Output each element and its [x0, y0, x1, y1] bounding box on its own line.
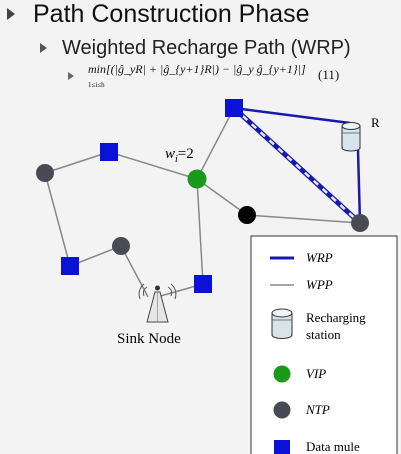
legend-ntp-symbol	[273, 401, 291, 419]
weight-subscript: i	[175, 154, 178, 165]
formula-subscript: 1≤i≤h	[88, 81, 105, 89]
bullet-level2	[40, 43, 47, 53]
data-mule-nodes	[61, 99, 243, 293]
weight-letter: w	[165, 146, 175, 162]
legend-data-mule-symbol	[274, 440, 290, 454]
edge-wpp	[44, 151, 110, 174]
legend-wpp-label: WPP	[306, 277, 333, 292]
legend-vip-symbol	[273, 365, 291, 383]
edge-wpp	[108, 151, 198, 180]
bullet-level1	[7, 8, 15, 20]
data-mule	[225, 99, 243, 117]
page-subtitle: Weighted Recharge Path (WRP)	[62, 37, 351, 59]
legend-vip-label: VIP	[306, 366, 326, 381]
weight-label: wi=2	[165, 146, 194, 165]
sink-label: Sink Node	[117, 331, 181, 347]
legend: WRP WPP Recharging station VIP NTP Data …	[250, 235, 398, 454]
legend-station-label: Recharging station	[306, 310, 369, 342]
edge-wpp	[196, 178, 204, 285]
legend-station-line1: Recharging	[306, 310, 366, 325]
legend-box	[250, 235, 398, 454]
edge-wpp	[246, 214, 361, 224]
data-mule	[100, 143, 118, 161]
legend-station-line2: station	[306, 327, 341, 342]
equation-number: (11)	[318, 67, 340, 82]
page-title: Path Construction Phase	[33, 0, 310, 28]
edge-wrp	[233, 106, 351, 125]
recharge-station-icon	[341, 122, 361, 152]
legend-ntp-label: NTP	[305, 402, 330, 417]
data-mule	[61, 257, 79, 275]
edge-wpp	[196, 107, 235, 180]
data-mule	[194, 275, 212, 293]
bullet-level3	[68, 72, 74, 80]
legend-data-mule-label: Data mule	[306, 439, 360, 454]
edge-wpp	[120, 245, 149, 298]
ntp-nodes	[36, 164, 369, 255]
ntp-node	[351, 214, 369, 232]
black-node	[238, 206, 256, 224]
ntp-node	[112, 237, 130, 255]
formula: min[(|ĝ_yR| + |ĝ_{y+1}R|) − |ĝ_y ĝ_{y+1}…	[88, 62, 306, 89]
edge-wpp	[196, 178, 248, 216]
legend-station-icon	[271, 308, 293, 339]
weight-value: =2	[178, 146, 194, 162]
wrp-dashed-edge	[232, 106, 362, 225]
vip-node	[187, 169, 207, 189]
sink-node-icon	[138, 283, 177, 323]
legend-wrp-label: WRP	[306, 250, 333, 265]
formula-expression: min[(|ĝ_yR| + |ĝ_{y+1}R|) − |ĝ_y ĝ_{y+1}…	[88, 62, 306, 76]
edge-wpp	[44, 172, 71, 267]
wrp-edges	[233, 106, 362, 224]
edge-wrp	[356, 149, 362, 224]
recharge-label: R	[371, 115, 380, 130]
ntp-node	[36, 164, 54, 182]
